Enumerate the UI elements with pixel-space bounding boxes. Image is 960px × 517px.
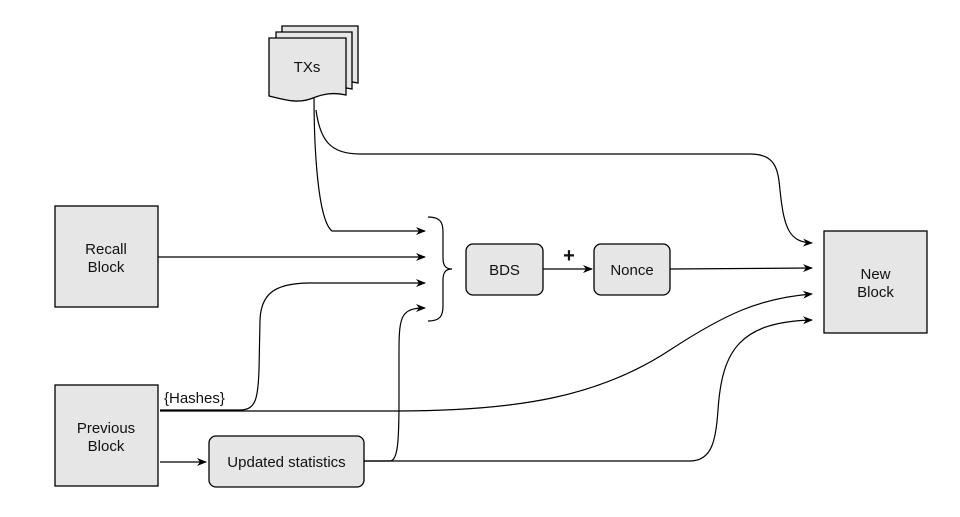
edge-hashes-to-brace: [160, 279, 426, 411]
updated-statistics-label: Updated statistics: [227, 454, 345, 471]
new-block-node[interactable]: New Block: [823, 230, 928, 334]
txs-node[interactable]: TXs: [268, 25, 359, 102]
hashes-label: {Hashes}: [164, 390, 225, 407]
edge-previous-to-new-block: [160, 290, 813, 412]
edge-txs-to-new-block: [315, 109, 813, 247]
previous-block-node[interactable]: Previous Block: [54, 384, 159, 487]
previous-block-label-line1: Previous: [77, 420, 135, 437]
previous-block-label-line2: Block: [88, 438, 125, 455]
inputs-brace: [427, 216, 453, 322]
updated-statistics-node[interactable]: Updated statistics: [208, 435, 365, 488]
plus-label: +: [563, 245, 575, 267]
txs-label: TXs: [294, 59, 321, 76]
new-block-label-line1: New: [860, 266, 890, 283]
edge-stats-to-brace: [364, 304, 426, 462]
nonce-label: Nonce: [610, 262, 653, 279]
recall-block-label-line2: Block: [88, 259, 125, 276]
edge-nonce-to-new-block: [669, 264, 813, 273]
bds-label: BDS: [489, 262, 520, 279]
nonce-node[interactable]: Nonce: [593, 243, 671, 296]
edge-stats-to-new-block: [364, 316, 813, 462]
bds-node[interactable]: BDS: [465, 243, 544, 296]
recall-block-label-line1: Recall: [85, 241, 127, 258]
new-block-label-line2: Block: [857, 284, 894, 301]
recall-block-node[interactable]: Recall Block: [54, 205, 159, 308]
edge-txs-to-brace: [313, 95, 426, 235]
